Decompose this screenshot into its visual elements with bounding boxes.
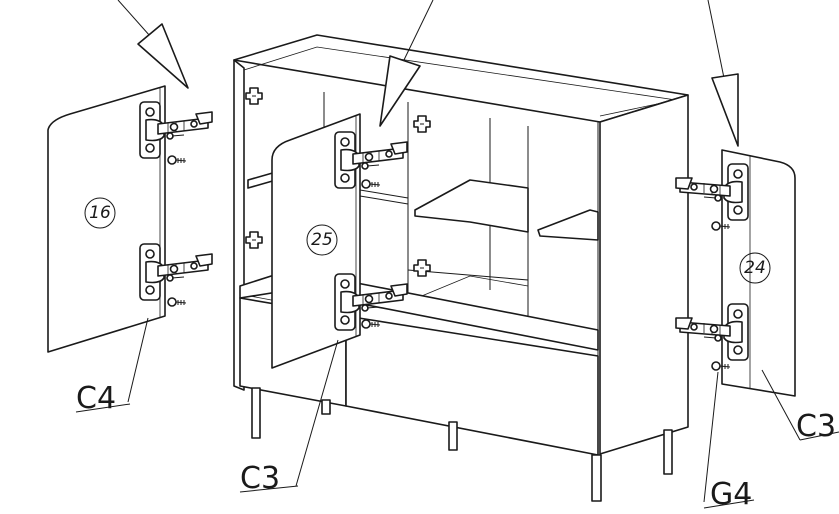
panel-number-circle	[739, 252, 771, 284]
label-c4-left: C4	[75, 317, 149, 416]
arrow-left	[117, 0, 189, 89]
arrow-middle	[379, 0, 434, 127]
label-c3-right: C3	[761, 369, 839, 444]
panel-number-circle	[306, 224, 338, 256]
label-c3-middle: C3	[239, 339, 339, 496]
door-panel-16: 16	[47, 85, 166, 353]
panel-number-16: 16	[89, 203, 111, 223]
arrow-right	[707, 0, 739, 147]
panel-number-25: 25	[311, 230, 333, 250]
code-label: C3	[240, 461, 280, 496]
code-label: C4	[76, 381, 116, 416]
panel-number-circle	[84, 197, 116, 229]
panel-number-24: 24	[744, 258, 766, 278]
code-label: C3	[796, 409, 836, 444]
label-g4: G4	[703, 371, 755, 512]
cabinet-body	[233, 34, 689, 502]
code-label: G4	[710, 477, 752, 512]
